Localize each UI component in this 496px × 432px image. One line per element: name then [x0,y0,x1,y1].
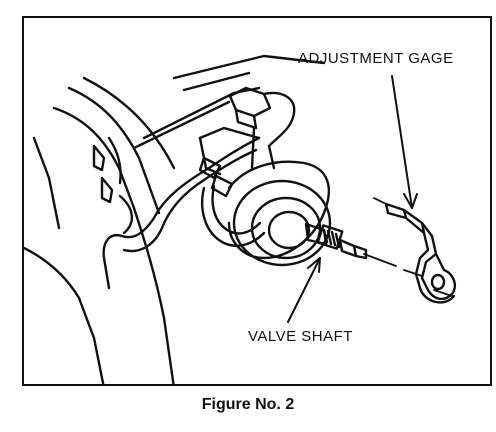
adjustment-gage [384,202,456,304]
figure-caption: Figure No. 2 [201,396,295,413]
mechanical-illustration [24,54,456,384]
valve-body [227,160,332,267]
valve-shaft [304,222,368,260]
valve-shaft-label: VALVE SHAFT [248,328,353,345]
leader-lines [287,75,418,323]
adjustment-gage-label: ADJUSTMENT GAGE [298,50,454,67]
shaft-centerline [363,197,453,297]
fluid-line [102,136,266,290]
figure-frame: ADJUSTMENT GAGE VALVE SHAFT [22,16,492,386]
bolt-bracket [198,86,296,176]
